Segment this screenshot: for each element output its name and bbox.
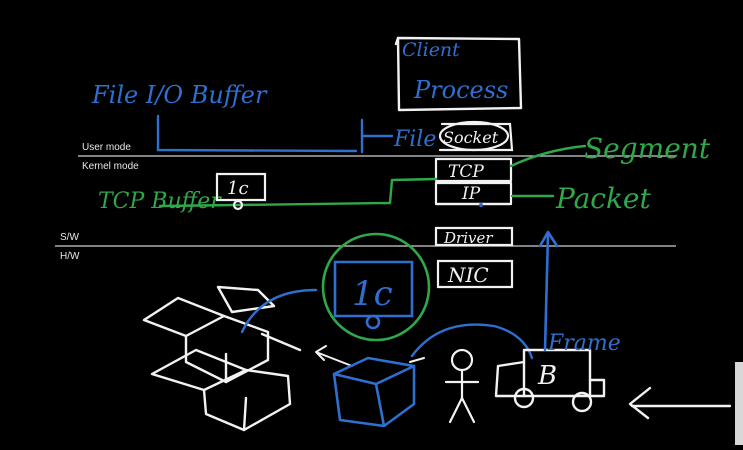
frame-up-arrow — [538, 230, 559, 352]
socket-label: Socket — [443, 128, 499, 147]
truck — [494, 348, 606, 413]
ip-label: IP — [461, 184, 481, 204]
file-label: File — [393, 127, 436, 152]
hw-buffer-number: 1c — [352, 274, 393, 314]
incoming-arrow — [628, 386, 732, 420]
open-box-bottom — [150, 332, 302, 432]
nic-box — [436, 259, 514, 289]
sw-label: S/W — [60, 232, 79, 243]
ip-dot — [479, 203, 483, 207]
segment-connector — [509, 144, 587, 168]
tcp-buffer-number: 1c — [227, 178, 249, 199]
tcp-box — [434, 157, 513, 183]
segment-label: Segment — [584, 132, 711, 165]
arrow-to-blue-box — [409, 357, 425, 363]
nic-label: NIC — [447, 263, 489, 287]
truck-letter: B — [537, 361, 557, 391]
client-process-box — [394, 36, 523, 112]
hw-label: H/W — [60, 251, 80, 262]
ip-box — [434, 181, 513, 206]
hw-buffer-box — [333, 260, 414, 330]
packet-label: Packet — [555, 182, 651, 215]
driver-label: Driver — [443, 229, 493, 247]
blue-arc — [410, 323, 534, 360]
frame-label: Frame — [547, 331, 621, 356]
tcp-buffer-line — [158, 177, 438, 208]
blue-box — [332, 356, 416, 428]
blue-flow-arrow — [240, 288, 318, 334]
person-figure — [444, 348, 480, 424]
scrollbar-thumb[interactable] — [735, 362, 743, 445]
socket-box — [438, 120, 514, 152]
file-io-buffer-bracket — [156, 114, 394, 154]
tcp-buffer-label: TCP Buffer — [98, 189, 222, 214]
tcp-label: TCP — [448, 162, 484, 182]
file-io-buffer-label: File I/O Buffer — [91, 81, 268, 109]
user-mode-label: User mode — [82, 142, 131, 153]
process-label: Process — [413, 76, 508, 104]
hw-buffer-circle — [321, 232, 431, 342]
driver-box — [434, 226, 514, 247]
kernel-mode-label: Kernel mode — [82, 161, 139, 172]
arrow-to-open-box — [315, 345, 353, 367]
tcp-buffer-box — [215, 172, 267, 211]
client-label: Client — [402, 39, 460, 61]
